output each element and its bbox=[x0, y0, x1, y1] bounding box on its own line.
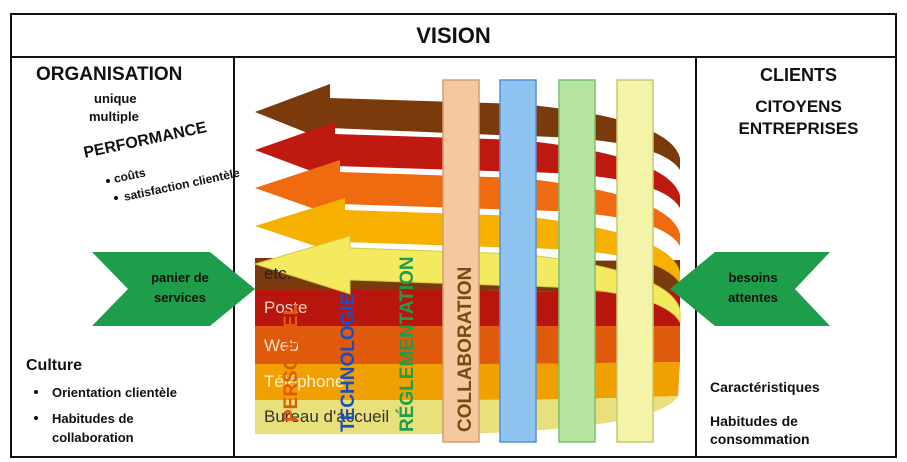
left-arrow-line1: panier de bbox=[151, 270, 209, 285]
bullet bbox=[34, 416, 38, 420]
channel-label-etc: etc. bbox=[264, 264, 292, 283]
channel-label-bureau: Bureau d'accueil bbox=[264, 407, 390, 426]
pillar-label-reglementation: RÉGLEMENTATION bbox=[397, 256, 418, 432]
left-sub-unique: unique bbox=[94, 91, 137, 106]
left-heading: ORGANISATION bbox=[36, 64, 183, 85]
pillar-personnel bbox=[442, 79, 480, 443]
right-heading: CLIENTS bbox=[759, 65, 837, 85]
right-arrow-line2: attentes bbox=[728, 290, 778, 305]
channel-label-web: Web bbox=[264, 336, 299, 355]
right-sub-entreprises: ENTREPRISES bbox=[738, 119, 859, 138]
pillar-label-collaboration: COLLABORATION bbox=[455, 266, 476, 432]
pillar-label-personnel: PERSONNEL bbox=[281, 303, 302, 422]
right-caracteristiques: Caractéristiques bbox=[710, 379, 820, 395]
left-green-arrow bbox=[92, 252, 255, 326]
diagram-title: VISION bbox=[416, 23, 491, 48]
bullet bbox=[114, 196, 118, 200]
pillar-reglementation bbox=[558, 79, 596, 443]
culture-item-orientation: Orientation clientèle bbox=[52, 385, 177, 400]
bullet bbox=[34, 390, 38, 394]
center-panel bbox=[233, 56, 697, 458]
right-arrow-line1: besoins bbox=[728, 270, 778, 285]
channel-label-poste: Poste bbox=[264, 298, 308, 317]
right-green-arrow bbox=[670, 252, 830, 326]
pillar-label-technologie: TECHNOLOGIE bbox=[338, 292, 359, 432]
right-sub-citoyens: CITOYENS bbox=[755, 97, 842, 116]
left-sub-multiple: multiple bbox=[89, 109, 139, 124]
channel-label-telephone: Téléphone bbox=[264, 372, 345, 391]
left-arrow-line2: services bbox=[153, 290, 207, 305]
pillar-collaboration bbox=[616, 79, 654, 443]
right-consommation: consommation bbox=[710, 431, 810, 447]
culture-item-habitudes: Habitudes de bbox=[52, 411, 134, 426]
bullet bbox=[106, 179, 110, 183]
pillar-technologie bbox=[499, 79, 537, 443]
culture-item-collaboration: collaboration bbox=[52, 430, 134, 445]
right-habitudes: Habitudes de bbox=[710, 413, 798, 429]
culture-heading: Culture bbox=[26, 357, 82, 374]
